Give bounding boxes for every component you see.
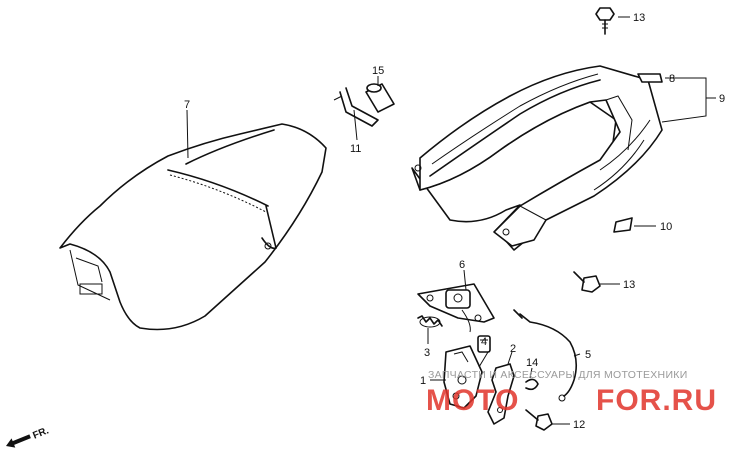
bolt-right <box>573 271 601 293</box>
callout-8: 8 <box>669 73 675 85</box>
leader-lines <box>186 16 716 425</box>
cushion-pad <box>613 217 633 233</box>
callout-1: 1 <box>420 375 426 387</box>
front-direction-indicator: FR. <box>6 425 51 448</box>
seat-lock-plate <box>417 283 495 333</box>
clip <box>525 378 539 391</box>
bolt-bottom <box>525 409 553 431</box>
callout-13-right: 13 <box>623 279 635 291</box>
callout-12: 12 <box>573 419 585 431</box>
watermark: ЗАПЧАСТИ И АКСЕССУАРЫ ДЛЯ МОТОТЕХНИКИ MO… <box>426 369 717 417</box>
watermark-brand: FOR.RU <box>596 384 717 417</box>
trim-pad <box>637 73 663 83</box>
callout-3: 3 <box>424 347 430 359</box>
callout-13-top: 13 <box>633 12 645 24</box>
bolt-top <box>595 7 615 35</box>
callout-2: 2 <box>510 343 516 355</box>
lock-bracket <box>487 363 515 425</box>
watermark-tagline: ЗАПЧАСТИ И АКСЕССУАРЫ ДЛЯ МОТОТЕХНИКИ <box>428 369 688 381</box>
callout-11: 11 <box>350 143 361 155</box>
seat-lock-cable <box>513 309 578 402</box>
callout-5: 5 <box>585 349 591 361</box>
callout-10: 10 <box>660 221 672 233</box>
grommet <box>365 83 395 113</box>
callout-labels: 7 15 11 13 8 9 10 13 6 3 4 2 14 5 1 12 <box>184 12 725 431</box>
spring <box>417 315 443 328</box>
callout-14: 14 <box>526 357 538 369</box>
callout-6: 6 <box>459 259 465 271</box>
callout-15: 15 <box>372 65 384 77</box>
seat-bracket <box>333 87 379 127</box>
callout-4: 4 <box>481 336 487 348</box>
lock-body <box>443 345 483 409</box>
direction-label: FR. <box>31 425 50 441</box>
grab-rail <box>411 65 663 251</box>
callout-9: 9 <box>719 93 725 105</box>
seat <box>59 123 327 331</box>
lock-cylinder <box>477 335 491 353</box>
watermark-prefix: MOTO <box>426 384 519 417</box>
callout-7: 7 <box>184 99 190 111</box>
